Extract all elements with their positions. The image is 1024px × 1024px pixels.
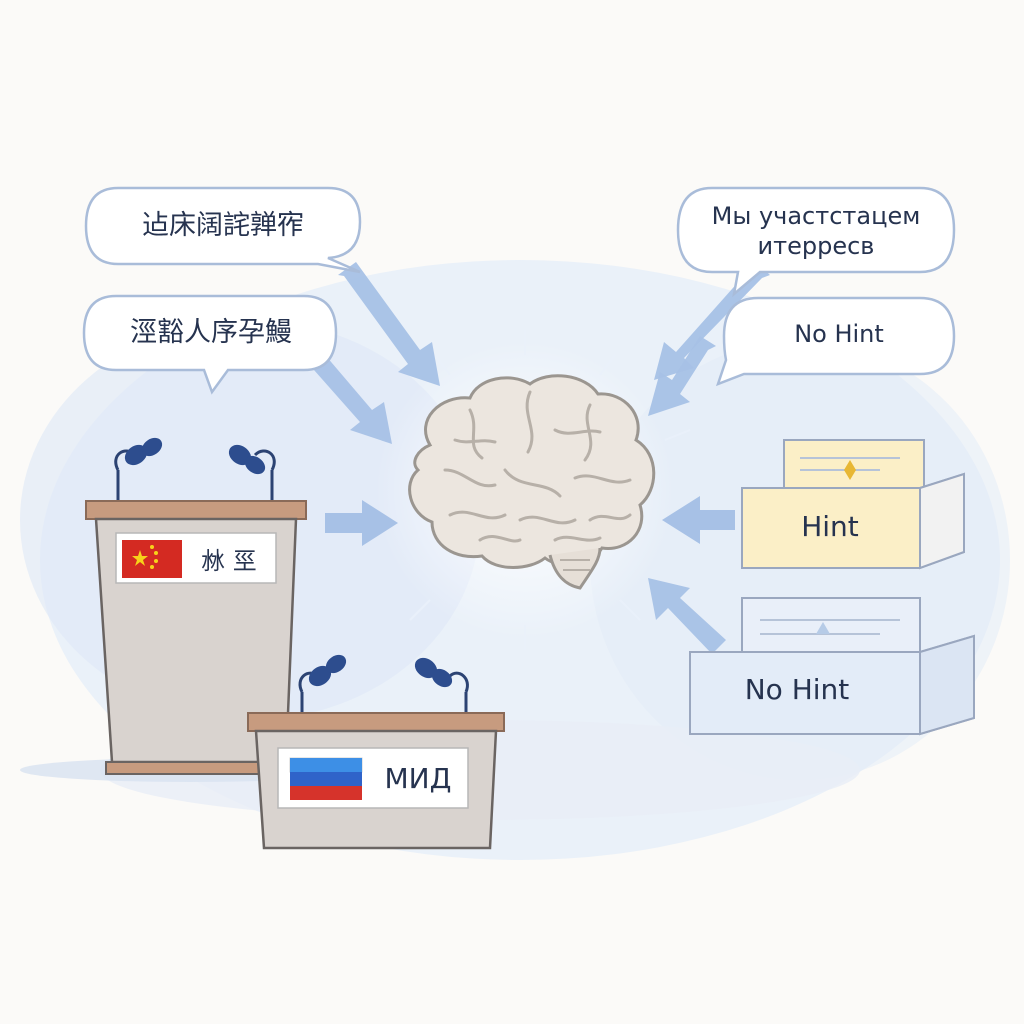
bubble-cn-1-label: 迠床阔詫亸宱 [142, 210, 304, 242]
arrow-cn-top [338, 262, 440, 386]
no-hint-box [689, 597, 975, 736]
arrow-ru-top [654, 262, 770, 380]
arrow-cn-mid [308, 356, 392, 444]
bubble-ru [676, 186, 956, 298]
bubble-no-hint [715, 296, 956, 387]
russia-nameplate-text: МИД [370, 750, 466, 806]
arrow-hint-box [662, 496, 735, 544]
bubble-cn-1 [84, 186, 362, 274]
arrow-no-hint-bubble [648, 336, 716, 416]
bubble-ru-text: Мы участстацем итерресв [688, 196, 944, 266]
bubble-no-hint-label: No Hint [794, 320, 884, 348]
hint-box-text: Hint [742, 500, 918, 552]
podium-russia [247, 654, 505, 850]
bubble-cn-2-text: 涇豁人序孕鰻 [96, 304, 326, 362]
bubble-no-hint-text: No Hint [728, 304, 950, 364]
bubble-cn-1-text: 迠床阔詫亸宱 [98, 196, 348, 256]
arrow-left-podium [325, 500, 398, 546]
bubble-ru-line1: Мы участстацем [711, 202, 921, 230]
bubble-cn-2 [82, 294, 338, 395]
hint-box [741, 439, 965, 570]
brain-icon [408, 374, 656, 590]
bubble-ru-line2: итерресв [757, 232, 875, 260]
no-hint-box-label: No Hint [744, 672, 850, 706]
bubble-cn-2-label: 涇豁人序孕鰻 [130, 317, 292, 349]
hint-box-label: Hint [801, 509, 859, 543]
china-nameplate-label: 沝 巠 [201, 546, 257, 575]
no-hint-box-text: No Hint [690, 664, 904, 714]
arrow-no-hint-box [648, 578, 726, 654]
russia-nameplate-label: МИД [384, 761, 452, 795]
china-nameplate-text: 沝 巠 [188, 536, 270, 580]
